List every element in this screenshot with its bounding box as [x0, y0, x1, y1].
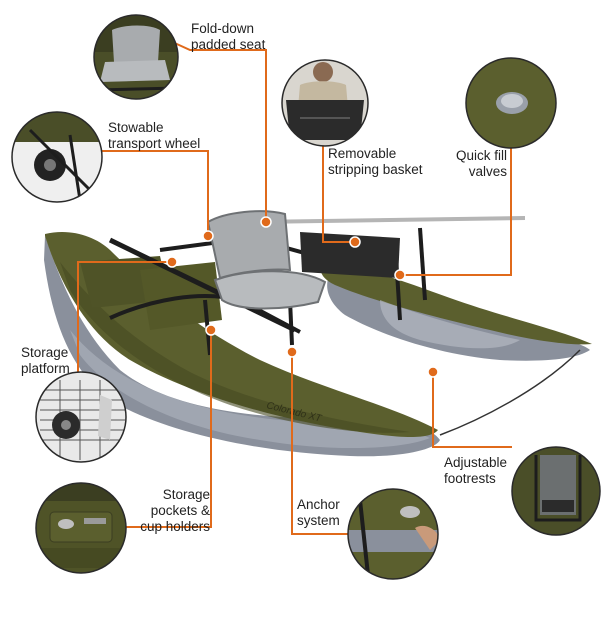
callout-label-wheel: Stowable transport wheel	[108, 120, 200, 152]
left-pontoon-top-shade	[60, 262, 410, 433]
seat-cushion	[213, 270, 327, 310]
detail-circle-anchor	[347, 488, 439, 580]
detail-circle-seat	[93, 14, 179, 100]
callout-line: Quick fill	[455, 148, 507, 163]
callout-line: stripping basket	[328, 162, 423, 177]
callout-line: platform	[21, 361, 70, 376]
callout-label-seat: Fold-down padded seat	[191, 21, 265, 53]
callout-label-anchor: Anchor system	[297, 497, 340, 529]
callout-line: padded seat	[191, 37, 266, 52]
oar-left	[108, 237, 297, 333]
pontoon-boat-illustration: Colorado XT	[44, 210, 592, 457]
callout-label-valves: Quick fill valves	[440, 148, 507, 180]
callout-label-basket: Removable stripping basket	[328, 146, 423, 178]
callout-label-pockets: Storage pockets & cup holders	[120, 487, 210, 535]
callout-line: Anchor	[297, 497, 340, 512]
detail-circle-footrests	[511, 446, 601, 536]
callout-line: valves	[468, 164, 507, 179]
callout-line: footrests	[444, 471, 496, 486]
left-pontoon-underside-light	[70, 330, 430, 449]
detail-circle-platform	[35, 371, 127, 463]
right-pontoon-nose	[380, 300, 520, 349]
callout-line: Fold-down	[191, 21, 255, 36]
stripping-basket	[300, 232, 400, 278]
callout-line: Stowable	[108, 120, 164, 135]
callout-line: Storage	[21, 345, 69, 360]
callout-line: Adjustable	[444, 455, 508, 470]
callout-label-footrests: Adjustable footrests	[444, 455, 507, 487]
callout-dots	[166, 216, 439, 378]
detail-circle-wheel	[11, 111, 103, 203]
callout-line: cup holders	[140, 519, 210, 534]
callout-line: Storage	[162, 487, 210, 502]
callout-line: pockets &	[150, 503, 210, 518]
callout-line: Removable	[328, 146, 397, 161]
callout-label-platform: Storage platform	[21, 345, 70, 377]
detail-circle-basket	[281, 59, 369, 147]
detail-circle-pockets	[35, 482, 127, 574]
detail-circle-valves	[465, 57, 557, 149]
seat-back	[206, 210, 292, 280]
right-pontoon-top	[320, 262, 592, 345]
callout-line: transport wheel	[108, 136, 201, 151]
callout-line: system	[297, 513, 340, 528]
footrest-cord	[439, 349, 581, 436]
oar-right	[249, 216, 526, 224]
